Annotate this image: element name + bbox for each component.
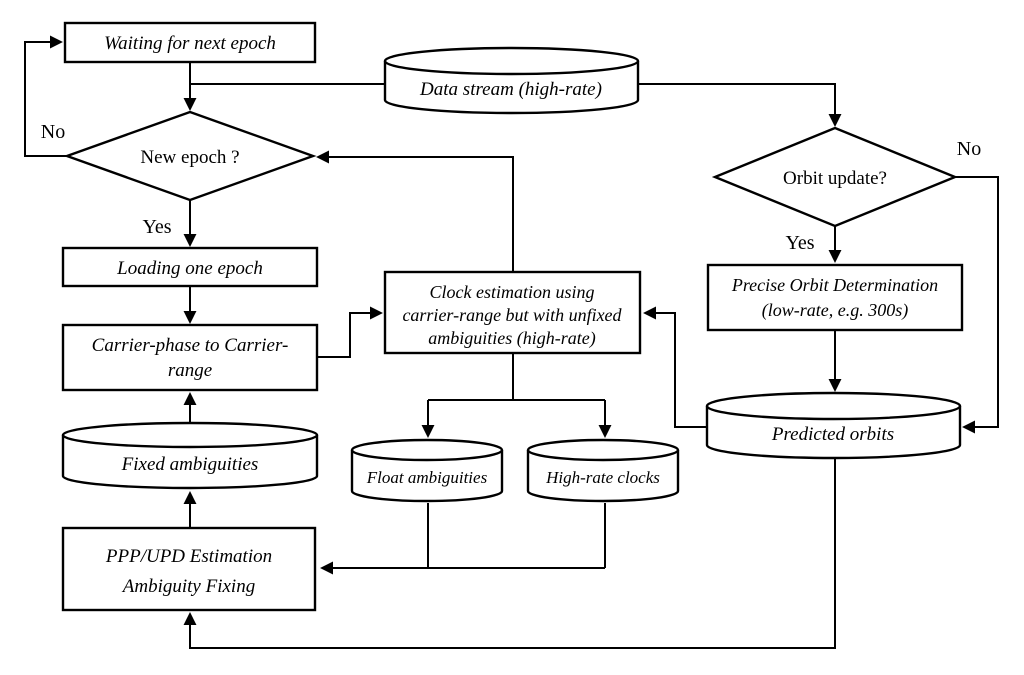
high-rate-clocks-cylinder-body: [526, 450, 680, 503]
edge-predicted-orbits-to-clock: [643, 306, 707, 428]
fixed-ambiguities-cylinder: Fixed ambiguities: [61, 421, 319, 490]
new-epoch-diamond: [63, 110, 317, 202]
edge-clock-to-new-epoch: [316, 150, 514, 272]
clock-estimation-box: [383, 270, 642, 355]
edge-orbit-update-no-to-predicted-orbits: [955, 176, 999, 434]
predicted-orbits-label: Predicted orbits: [771, 424, 894, 445]
fixed-ambiguities-cylinder-body: [61, 435, 319, 490]
data-stream-cylinder-top: [383, 46, 640, 76]
orbit-update-no-label: No: [957, 138, 981, 160]
waiting-label: Waiting for next epoch: [104, 33, 276, 54]
float-ambiguities-cylinder-body: [350, 450, 504, 503]
edge-data-stream-to-orbit-update: [638, 83, 842, 127]
float-ambiguities-cylinder: Float ambiguities: [350, 438, 504, 503]
ppp-label-line2: Ambiguity Fixing: [121, 576, 255, 597]
pod-label-line2: (low-rate, e.g. 300s): [762, 300, 908, 321]
edge-predicted-orbits-to-ppp: [183, 458, 836, 649]
data-stream-cylinder-body: [383, 61, 640, 115]
edge-new-epoch-no-loop: [24, 35, 67, 157]
carrier-label-line2: range: [168, 360, 212, 381]
high-rate-clocks-label: High-rate clocks: [545, 468, 660, 487]
edge-clock-split-bar: [428, 353, 605, 401]
clock-label-line1: Clock estimation using: [430, 282, 595, 302]
predicted-orbits-cylinder-body: [705, 406, 962, 460]
data-stream-label: Data stream (high-rate): [419, 79, 602, 100]
pod-box: [706, 263, 964, 332]
carrier-box: [61, 323, 319, 392]
edge-carrier-to-clock: [317, 306, 383, 358]
ppp-label-line1: PPP/UPD Estimation: [105, 546, 272, 567]
carrier-label-line1: Carrier-phase to Carrier-: [92, 335, 289, 356]
pod-label-line1: Precise Orbit Determination: [731, 275, 938, 295]
fixed-ambiguities-label: Fixed ambiguities: [121, 454, 259, 475]
high-rate-clocks-cylinder: High-rate clocks: [526, 438, 680, 503]
orbit-update-yes-label: Yes: [785, 232, 814, 254]
waiting-box: [63, 21, 317, 64]
float-ambiguities-cylinder-top: [350, 438, 504, 462]
ppp-box: [61, 526, 317, 612]
predicted-orbits-cylinder: Predicted orbits: [705, 391, 962, 460]
clock-label-line3: ambiguities (high-rate): [428, 328, 595, 349]
new-epoch-label: New epoch ?: [140, 147, 239, 168]
orbit-update-diamond: [711, 126, 959, 228]
new-epoch-no-label: No: [41, 121, 65, 143]
new-epoch-yes-label: Yes: [142, 216, 171, 238]
high-rate-clocks-cylinder-top: [526, 438, 680, 462]
loading-label: Loading one epoch: [116, 258, 263, 279]
predicted-orbits-cylinder-top: [705, 391, 962, 421]
loading-box: [61, 246, 319, 288]
orbit-update-label: Orbit update?: [783, 168, 887, 189]
edge-cylinders-down-bar: [427, 503, 606, 568]
clock-label-line2: carrier-range but with unfixed: [402, 305, 622, 325]
float-ambiguities-label: Float ambiguities: [366, 468, 488, 487]
fixed-ambiguities-cylinder-top: [61, 421, 319, 449]
data-stream-cylinder: Data stream (high-rate): [383, 46, 640, 115]
